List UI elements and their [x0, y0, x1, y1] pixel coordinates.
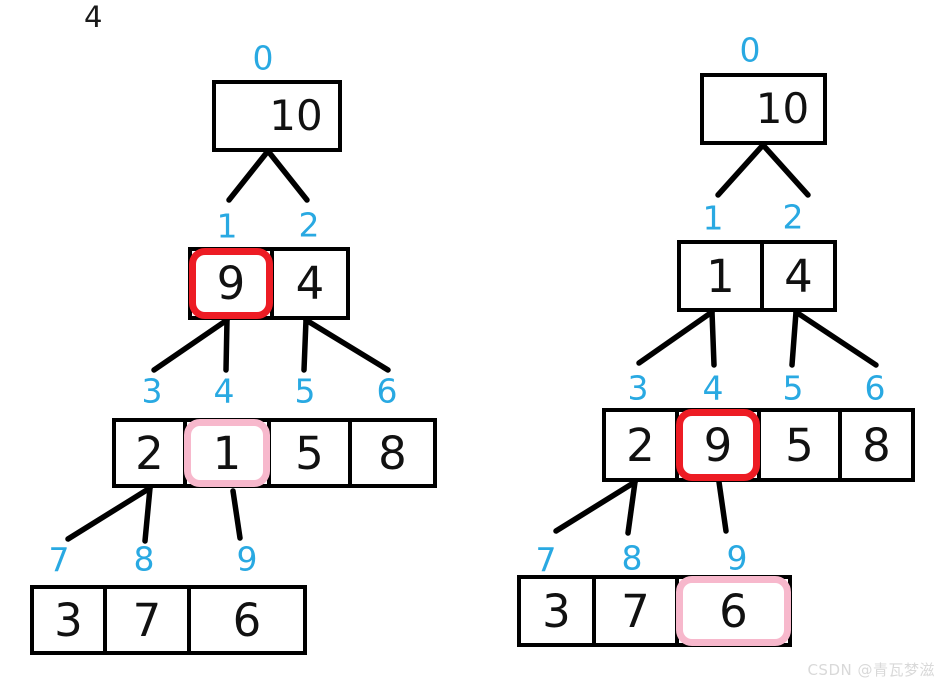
array-cell: 1	[183, 419, 270, 487]
cell-value: 5	[295, 426, 324, 480]
array-cell: 9	[189, 248, 273, 319]
index-label: 7	[48, 540, 70, 580]
array-cell: 6	[675, 576, 791, 646]
array-cell: 3	[34, 589, 103, 651]
heap-level-array: 3 7 6	[517, 575, 792, 647]
cell-value: 6	[719, 584, 748, 638]
index-label: 4	[213, 371, 235, 411]
index-label: 8	[133, 539, 155, 579]
array-cell: 3	[521, 579, 592, 643]
index-label: 2	[782, 197, 804, 237]
red-highlight	[189, 248, 273, 319]
array-cell: 2	[116, 422, 183, 484]
array-cell: 6	[187, 589, 303, 651]
index-label: 9	[236, 539, 258, 579]
cell-value: 8	[378, 426, 407, 480]
cell-value: 2	[135, 426, 164, 480]
index-label: 6	[864, 368, 886, 408]
corner-label: 4	[84, 0, 103, 34]
index-label: 5	[294, 371, 316, 411]
cell-value: 5	[785, 418, 814, 472]
array-cell: 4	[270, 251, 346, 316]
index-label: 4	[702, 368, 724, 408]
array-cell: 7	[103, 589, 187, 651]
red-highlight	[676, 409, 760, 481]
cell-value: 3	[54, 593, 83, 647]
cell-value: 7	[621, 584, 650, 638]
index-label: 1	[702, 198, 724, 238]
heap-level-array: 2 1 5 8	[112, 418, 437, 488]
cell-value: 9	[703, 418, 733, 472]
array-cell: 8	[348, 422, 433, 484]
index-label: 0	[252, 38, 274, 78]
heap-level-array: 3 7 6	[30, 585, 307, 655]
array-cell: 5	[757, 412, 838, 478]
index-label: 1	[216, 206, 238, 246]
array-cell: 4	[760, 244, 833, 308]
array-cell: 8	[838, 412, 911, 478]
cell-value: 7	[132, 593, 162, 647]
index-label: 0	[739, 30, 761, 70]
heap-level-array: 2 9 5 8	[602, 408, 915, 482]
array-cell: 10	[704, 77, 823, 141]
pink-highlight	[676, 576, 791, 646]
index-label: 3	[627, 368, 649, 408]
index-label: 2	[298, 205, 320, 245]
cell-value: 10	[269, 91, 323, 140]
index-label: 5	[782, 368, 804, 408]
pink-highlight	[184, 419, 270, 487]
cell-value: 4	[784, 249, 813, 303]
heap-level-array: 10	[212, 80, 342, 152]
cell-value: 6	[232, 593, 262, 647]
index-label: 6	[376, 371, 398, 411]
heap-level-array: 10	[700, 73, 827, 145]
array-cell: 5	[267, 422, 348, 484]
cell-value: 1	[706, 249, 735, 303]
array-cell: 7	[592, 579, 675, 643]
array-cell: 9	[675, 409, 760, 481]
cell-value: 4	[295, 257, 325, 310]
array-cell: 1	[681, 244, 760, 308]
array-cell: 2	[606, 412, 675, 478]
index-label: 8	[621, 538, 643, 578]
cell-value: 10	[755, 84, 810, 133]
index-label: 7	[535, 540, 557, 580]
index-label: 9	[726, 538, 748, 578]
cell-value: 3	[542, 584, 571, 638]
heap-level-array: 9 4	[188, 247, 350, 320]
cell-value: 2	[626, 418, 655, 472]
array-cell: 10	[216, 84, 338, 148]
index-label: 3	[141, 371, 163, 411]
cell-value: 8	[862, 418, 891, 472]
cell-value: 1	[212, 426, 242, 480]
cell-value: 9	[216, 257, 246, 310]
csdn-watermark: CSDN @青瓦梦滋	[807, 661, 935, 679]
heap-level-array: 1 4	[677, 240, 837, 312]
